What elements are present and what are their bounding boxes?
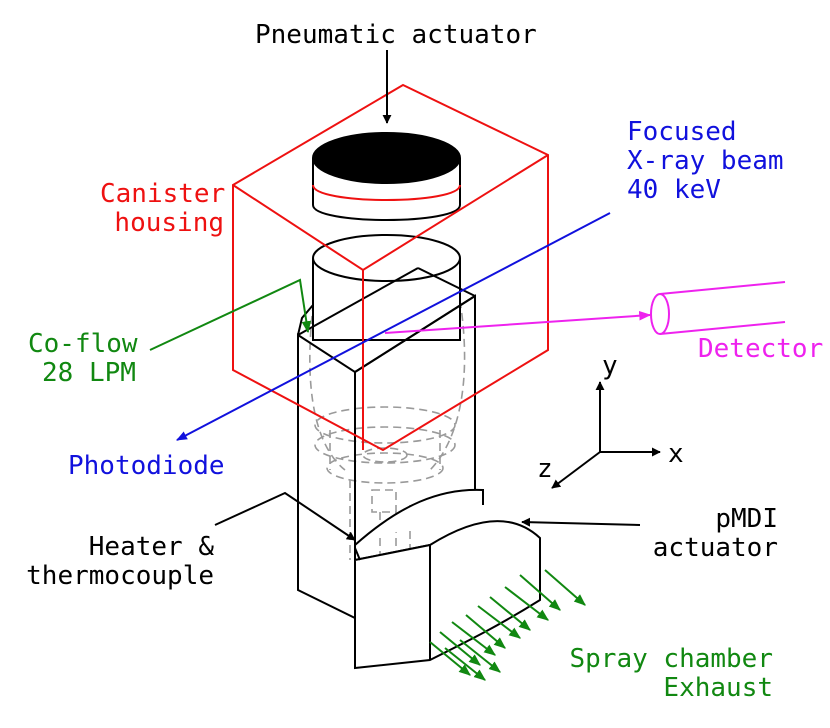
- detector-label: Detector: [698, 334, 824, 364]
- co-flow-label: Co-flow 28 LPM: [28, 329, 138, 388]
- xray-beam-line: [176, 212, 611, 441]
- photodiode-label: Photodiode: [68, 451, 225, 481]
- axis-y-label: y: [602, 351, 618, 381]
- axis-x-label: x: [668, 439, 684, 469]
- heater-leader: [214, 491, 356, 541]
- canister-cylinder: [312, 234, 461, 341]
- spray-exhaust-arrows: [429, 569, 586, 681]
- coordinate-axes: [551, 381, 661, 489]
- pmdi-mouthpiece: [354, 488, 541, 670]
- heater-thermocouple-label: Heater & thermocouple: [26, 532, 214, 591]
- xray-beam-label: Focused X-ray beam 40 keV: [627, 117, 784, 205]
- canister-housing-box: [232, 83, 549, 452]
- detector-assembly: [384, 281, 786, 335]
- co-flow-leader: [149, 278, 312, 351]
- pmdi-actuator-label: pMDI actuator: [652, 504, 778, 563]
- spray-chamber-label: Spray chamber Exhaust: [569, 644, 774, 703]
- axis-z-label: z: [537, 454, 553, 484]
- canister-housing-label: Canister housing: [100, 179, 226, 238]
- pneumatic-actuator-label: Pneumatic actuator: [255, 20, 537, 50]
- pmdi-arrow: [521, 517, 641, 527]
- pneumatic-actuator-cylinder: [312, 132, 461, 221]
